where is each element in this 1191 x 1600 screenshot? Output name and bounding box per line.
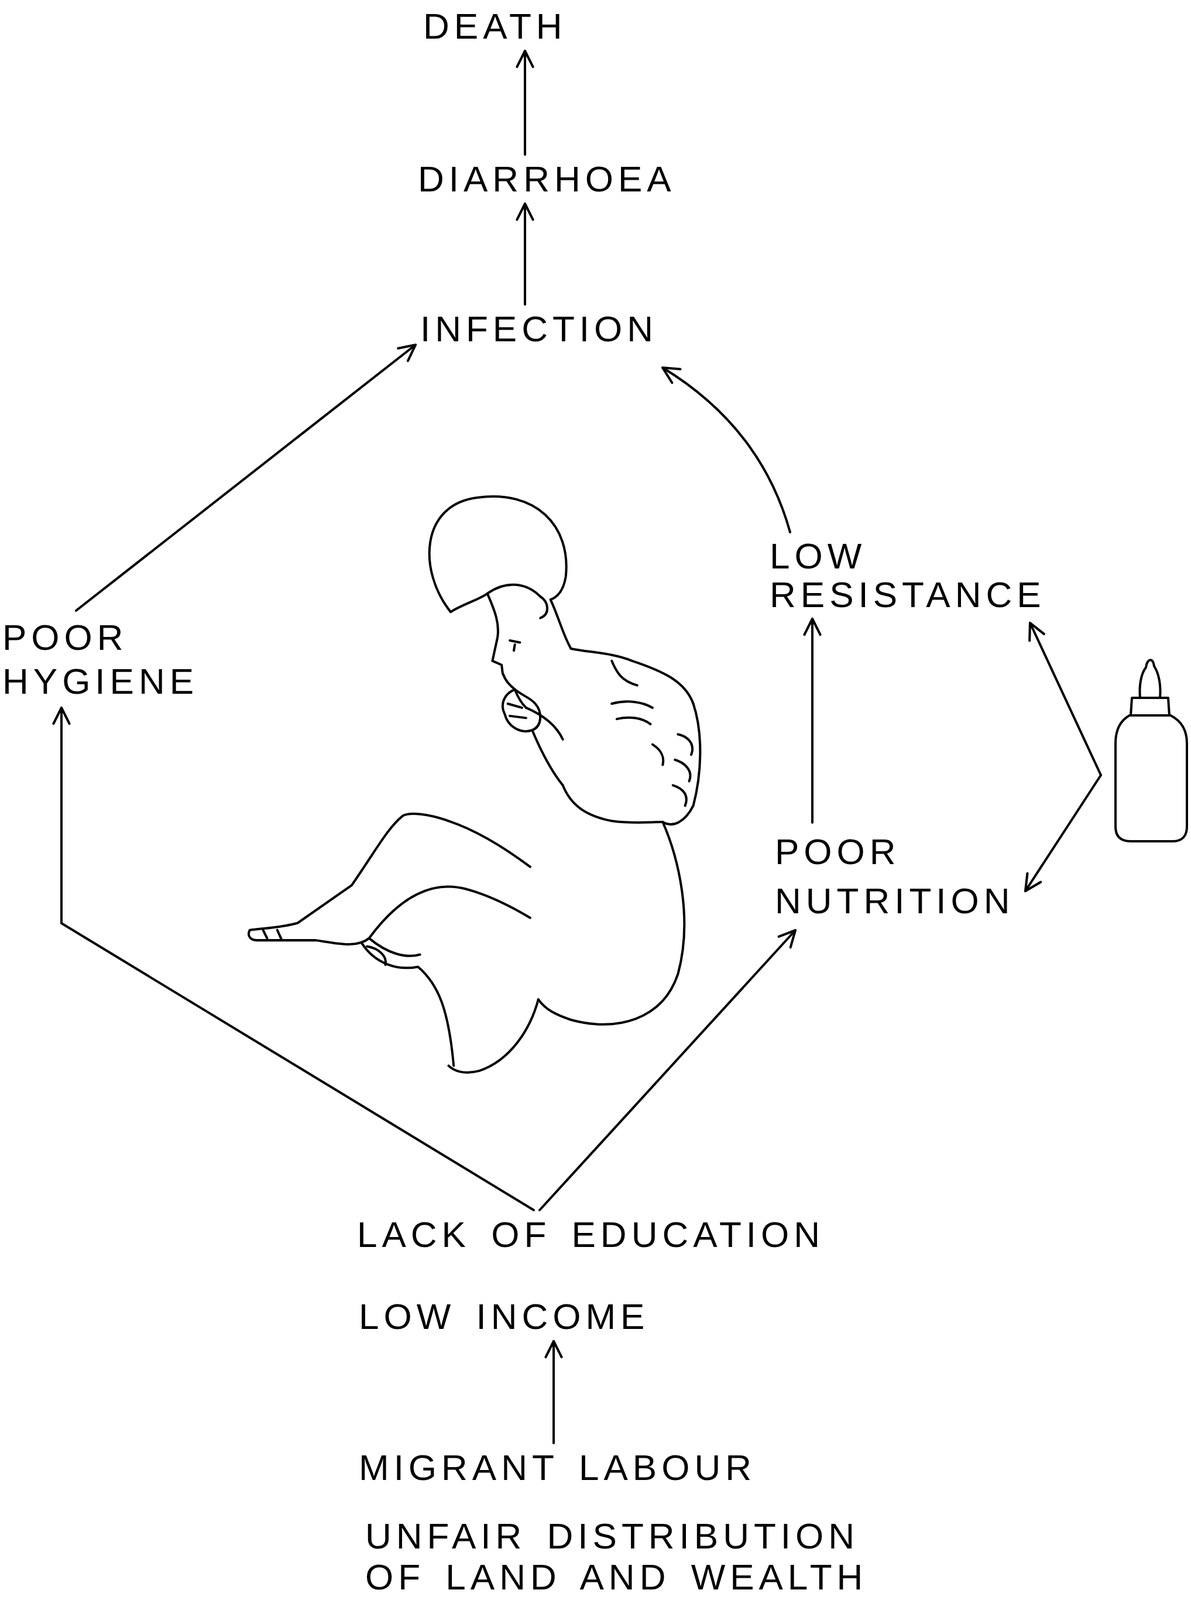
- chest-front: [563, 784, 664, 823]
- face-profile: [487, 593, 527, 708]
- arrow-connector: [662, 367, 791, 532]
- arm-hand: [662, 703, 700, 825]
- arrow-connector: [523, 50, 527, 155]
- arrow-connector: [539, 929, 796, 1210]
- extended-leg: [248, 813, 531, 945]
- text-node: LOW INCOME: [354, 1291, 654, 1341]
- forearm: [526, 707, 564, 785]
- eye: [509, 640, 520, 651]
- arrow-connector: [552, 1340, 555, 1443]
- arrow-connector: [76, 344, 416, 611]
- node-label: DIARRHOEA: [417, 159, 676, 199]
- bottle-nipple: [1139, 659, 1160, 698]
- baby-bottle: [1115, 659, 1187, 842]
- text-node: MIGRANT LABOUR: [354, 1442, 761, 1492]
- arrow-connector: [811, 618, 814, 823]
- back: [550, 599, 694, 704]
- hair-fringe: [450, 584, 541, 612]
- leader-arrow: [1030, 622, 1101, 775]
- text-node: POOR NUTRITION: [770, 822, 1043, 930]
- arrow-connector: [523, 203, 527, 305]
- node-label: POOR NUTRITION: [774, 826, 1039, 926]
- text-node: INFECTION: [415, 304, 663, 354]
- bottle-collar: [1130, 697, 1170, 716]
- ear: [540, 596, 548, 619]
- node-label: DEATH: [423, 6, 568, 47]
- node-label: UNFAIR DISTRIBUTION OF LAND AND WEALTH: [365, 1515, 881, 1598]
- node-label: LOW INCOME: [358, 1296, 650, 1337]
- ribs: [611, 701, 664, 765]
- node-label: MIGRANT LABOUR: [358, 1447, 757, 1488]
- bent-foot: [366, 946, 386, 965]
- bottle-body: [1115, 715, 1187, 842]
- node-label: LOW RESISTANCE: [769, 536, 1074, 614]
- arrow-connector: [61, 707, 534, 1210]
- node-label: INFECTION: [420, 309, 658, 349]
- hands: [502, 689, 541, 731]
- text-node: LACK OF EDUCATION: [352, 1209, 830, 1259]
- belly: [538, 821, 685, 1025]
- bent-leg: [361, 938, 454, 1066]
- hair-outline: [429, 496, 567, 612]
- shoulder: [611, 660, 638, 686]
- child-figure: [248, 496, 700, 1073]
- text-node: POOR HYGIENE: [0, 610, 230, 708]
- text-node: LOW RESISTANCE: [764, 531, 1079, 619]
- bottle-arrows: [1025, 622, 1101, 891]
- buttock: [448, 999, 538, 1073]
- text-node: DIARRHOEA: [413, 154, 681, 204]
- text-node: UNFAIR DISTRIBUTION OF LAND AND WEALTH: [360, 1510, 885, 1600]
- text-node: DEATH: [418, 1, 572, 51]
- toes: [262, 929, 281, 940]
- node-label: POOR HYGIENE: [2, 615, 225, 703]
- node-label: LACK OF EDUCATION: [357, 1214, 825, 1255]
- leader-arrow: [1025, 774, 1101, 891]
